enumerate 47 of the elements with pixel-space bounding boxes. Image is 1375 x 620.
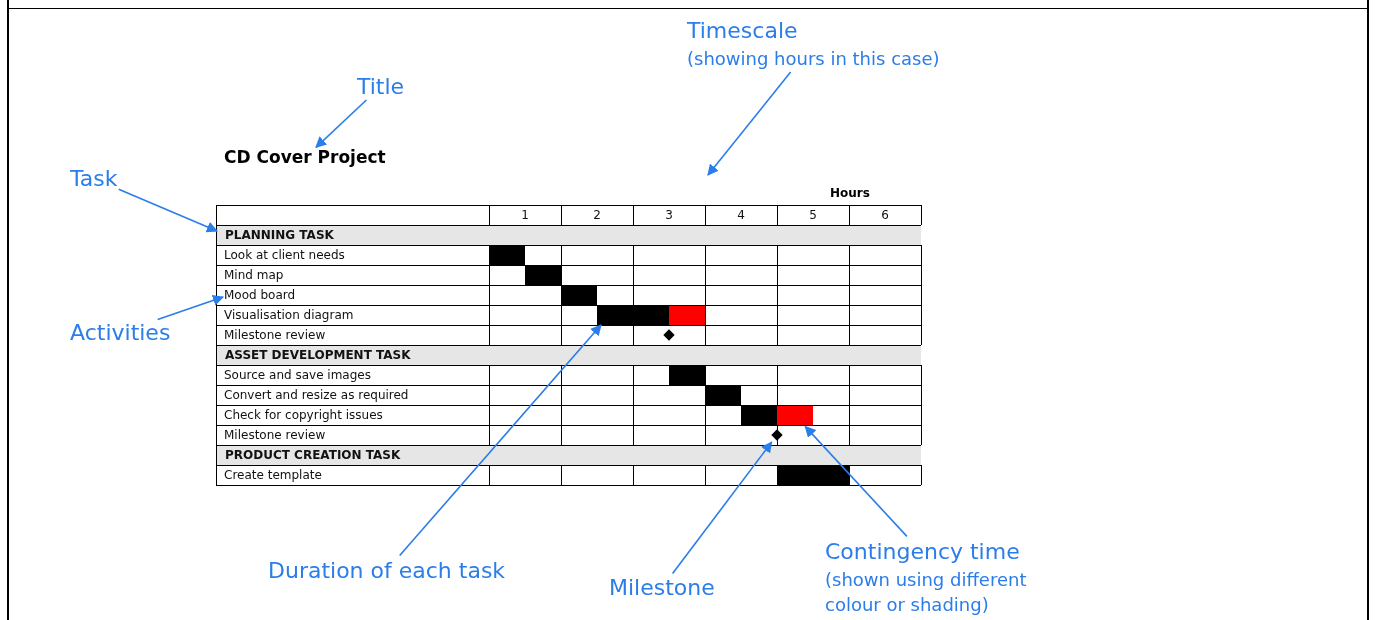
axis-title: Hours [830,186,870,200]
callout-note: (showing hours in this case) [687,46,940,71]
leader-arrow [315,99,368,149]
callout-label: Activities [70,320,171,346]
task-bar [777,466,849,485]
activity-label: Mind map [224,267,284,284]
leader-arrow [398,324,602,557]
leader-arrow [117,188,219,233]
callout-label: Title [357,74,405,100]
callout-heading: Contingency time [825,538,1021,566]
leader-arrow [804,425,908,538]
task-bar [525,266,561,285]
callout-heading: Timescale [687,17,799,45]
activity-label: Milestone review [224,427,326,444]
task-bar [741,406,777,425]
task-bar [489,246,525,265]
hour-number: 3 [664,207,674,224]
hour-number: 2 [592,207,602,224]
contingency-bar [669,306,705,325]
leader-arrow [671,441,773,575]
hour-number: 5 [808,207,818,224]
activity-label: Visualisation diagram [224,307,354,324]
activity-label: Convert and resize as required [224,387,409,404]
leader-arrow [156,295,225,321]
task-heading: PRODUCT CREATION TASK [217,446,921,465]
callout-note: (shown using different colour or shading) [825,567,1028,617]
activity-label: Source and save images [224,367,371,384]
callout-label: Duration of each task [268,558,506,584]
activity-label: Look at client needs [224,247,345,264]
callout-label: Milestone [609,575,715,601]
chart-title: CD Cover Project [224,148,386,168]
activity-label: Milestone review [224,327,326,344]
task-bar [561,286,597,305]
task-heading: ASSET DEVELOPMENT TASK [217,346,921,365]
activity-label: Create template [224,467,322,484]
activity-label: Mood board [224,285,296,305]
hour-number: 6 [880,207,890,224]
contingency-bar [777,406,813,425]
task-heading: PLANNING TASK [217,226,921,245]
activity-label: Check for copyright issues [224,407,383,424]
hour-number: 4 [736,207,746,224]
hour-number: 1 [520,207,530,224]
task-bar [669,366,705,385]
task-bar [705,386,741,405]
callout-label: Task [70,166,118,192]
leader-arrow [707,71,792,176]
task-bar [597,306,669,325]
